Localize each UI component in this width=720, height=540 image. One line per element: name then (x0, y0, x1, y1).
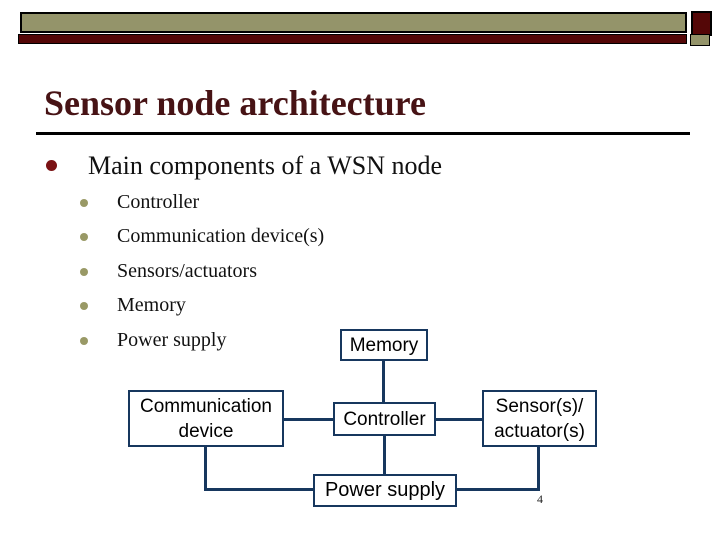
sub-bullet-dot (80, 199, 88, 207)
sub-bullet-dot (80, 337, 88, 345)
sub-bullet-text: Sensors/actuators (117, 260, 257, 282)
connector-communication-power-vertical (204, 446, 207, 491)
diagram-box-controller: Controller (333, 402, 436, 436)
sub-bullet-item: Power supply (0, 329, 450, 359)
connector-controller-power (383, 435, 386, 475)
diagram-box-communication-line2: device (178, 420, 234, 442)
diagram-box-memory-label: Memory (349, 334, 419, 356)
connector-sensor-power-horizontal (457, 488, 540, 491)
sub-bullet-item: Sensors/actuators (0, 260, 450, 290)
sub-bullet-text: Power supply (117, 329, 227, 351)
main-bullet-text: Main components of a WSN node (88, 151, 443, 180)
diagram-box-power-supply: Power supply (313, 474, 457, 507)
title-underline (36, 132, 690, 135)
main-bullet-dot (46, 160, 57, 171)
sub-bullet-text: Controller (117, 191, 200, 213)
diagram-box-power-label: Power supply (324, 479, 446, 501)
connector-communication-controller (283, 418, 334, 421)
diagram-box-controller-label: Controller (343, 408, 426, 430)
diagram-box-communication-device: Communication device (128, 390, 284, 447)
connector-communication-power-horizontal (204, 488, 314, 491)
sub-bullet-item: Controller (0, 191, 450, 221)
header-bar-red (18, 34, 687, 44)
sub-bullet-item: Memory (0, 294, 450, 324)
connector-controller-sensor (435, 418, 483, 421)
sub-bullet-dot (80, 268, 88, 276)
sub-bullet-item: Communication device(s) (0, 225, 450, 255)
slide-title: Sensor node architecture (44, 83, 426, 123)
header-bar-khaki (20, 12, 687, 33)
diagram-box-sensor-line2: actuator(s) (494, 420, 585, 442)
header-accent-square-khaki (690, 34, 710, 46)
page-number: 4 (537, 492, 543, 506)
header-accent-square-red (691, 11, 712, 36)
connector-sensor-power-vertical (537, 446, 540, 491)
connector-memory-controller (382, 360, 385, 403)
sub-bullet-text: Memory (117, 294, 186, 316)
diagram-box-communication-line1: Communication (140, 395, 272, 417)
sub-bullet-dot (80, 233, 88, 241)
diagram-box-sensor-actuator: Sensor(s)/ actuator(s) (482, 390, 597, 447)
diagram-box-sensor-line1: Sensor(s)/ (495, 395, 584, 417)
diagram-box-memory: Memory (340, 329, 428, 361)
sub-bullet-dot (80, 302, 88, 310)
sub-bullet-text: Communication device(s) (117, 225, 325, 247)
